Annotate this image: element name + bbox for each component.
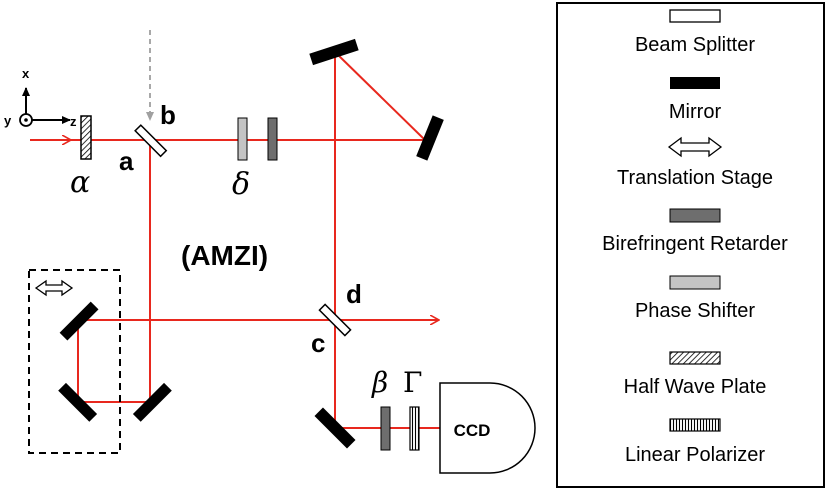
y-axis-dot [24,118,28,122]
mirror-diagonal-beam [334,51,426,141]
point-c-label: c [311,328,325,358]
y-axis-label: y [4,113,12,128]
mirror-stage-top [59,301,99,341]
legend-label-phase-shifter: Phase Shifter [635,300,755,322]
translation-stage-icon [667,136,723,158]
phase-shifter-delta [237,117,248,161]
half-wave-plate-alpha [80,115,92,160]
linear-polarizer-icon [669,418,721,432]
mirror-stage-bottom [58,382,98,422]
x-axis-label: x [22,66,30,81]
legend-label-mirror: Mirror [669,101,722,123]
beam-splitter-ab [134,124,168,158]
point-b-label: b [160,100,176,130]
translation-stage-box [28,269,121,454]
legend-label-linear-polarizer: Linear Polarizer [625,444,765,466]
legend-label-translation-stage: Translation Stage [617,167,773,189]
mirror-right [416,115,444,161]
translation-stage-arrow-icon [34,279,74,297]
point-d-label: d [346,279,362,309]
amzi-label: (AMZI) [181,240,268,271]
birefringent-retarder-icon [669,208,721,223]
half-wave-plate-icon [669,351,721,365]
delta-label: δ [232,167,250,202]
birefringent-retarder-delta [267,117,278,161]
beam-paths [30,51,440,429]
z-axis-label: z [70,114,77,129]
phase-shifter-icon [669,275,721,290]
beta-label: β [371,366,388,399]
legend-label-beam-splitter: Beam Splitter [635,34,755,56]
mirror-bottom-right [132,382,172,422]
beam-splitter-cd [318,303,352,337]
alpha-label: α [70,165,90,200]
legend: Beam Splitter Mirror Translation Stage B… [556,2,825,488]
ccd-detector [439,382,536,474]
birefringent-retarder-beta [380,406,391,451]
mirror-detection [314,407,356,449]
gamma-label: Γ [403,366,422,399]
linear-polarizer-gamma [409,406,420,451]
point-a-label: a [119,146,134,176]
mirror-icon [670,77,720,89]
coordinate-axes: x y z [4,66,77,129]
beam-splitter-icon [669,9,721,23]
mirror-top [309,38,359,66]
legend-label-birefringent-retarder: Birefringent Retarder [602,233,788,255]
legend-label-half-wave-plate: Half Wave Plate [624,376,767,398]
ccd-label: CCD [454,421,491,440]
